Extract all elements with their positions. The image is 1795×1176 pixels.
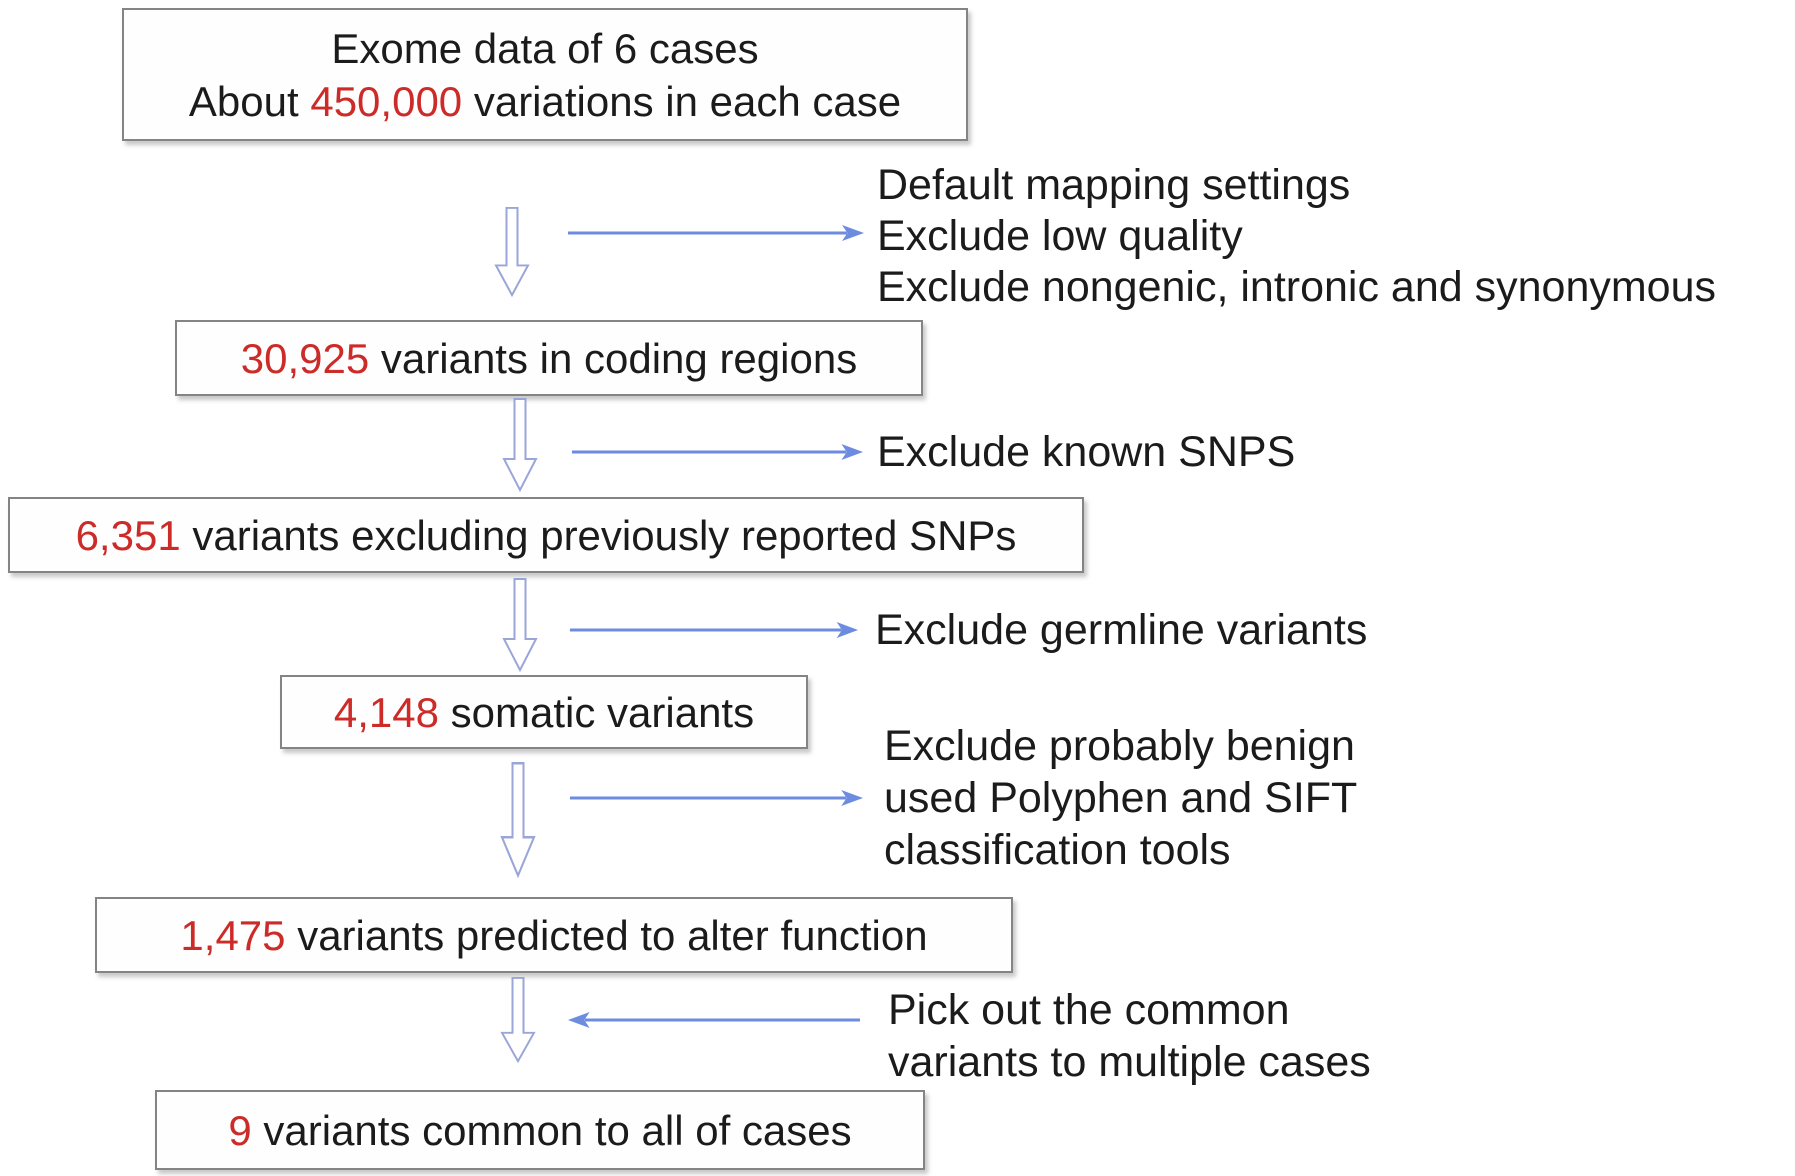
box-exome-data: Exome data of 6 cases About 450,000 vari… xyxy=(122,8,968,141)
box-somatic-line: 4,148 somatic variants xyxy=(334,686,754,739)
box-coding-line: 30,925 variants in coding regions xyxy=(241,332,857,385)
annotation-line: used Polyphen and SIFT xyxy=(884,774,1358,822)
box-common-text: variants common to all of cases xyxy=(251,1106,852,1154)
box-exome-line2-pre: About xyxy=(188,77,311,125)
right-arrow-icon xyxy=(569,622,859,638)
annotation-filter1: Default mapping settings Exclude low qua… xyxy=(877,160,1716,313)
annotation-line: Pick out the common xyxy=(888,986,1290,1034)
right-arrow-icon xyxy=(568,225,864,241)
down-arrow-icon xyxy=(502,578,538,672)
annotation-line: Exclude probably benign xyxy=(884,722,1355,770)
box-common-line: 9 variants common to all of cases xyxy=(228,1104,851,1157)
annotation-line: classification tools xyxy=(884,826,1231,874)
box-coding-variants: 30,925 variants in coding regions xyxy=(175,320,923,396)
box-novel-variants: 6,351 variants excluding previously repo… xyxy=(8,497,1084,573)
down-arrow-icon xyxy=(500,762,536,878)
annotation-filter4: Exclude probably benign used Polyphen an… xyxy=(884,720,1357,876)
count-novel-variants: 6,351 xyxy=(75,511,181,559)
annotation-line: Exclude nongenic, intronic and synonymou… xyxy=(877,263,1717,311)
box-exome-line1: Exome data of 6 cases xyxy=(331,24,759,72)
annotation-filter3: Exclude germline variants xyxy=(875,605,1367,656)
count-function-altering-variants: 1,475 xyxy=(180,911,286,959)
left-arrow-icon xyxy=(567,1012,861,1028)
box-novel-line: 6,351 variants excluding previously repo… xyxy=(76,509,1017,562)
down-arrow-icon xyxy=(494,207,530,297)
box-coding-text: variants in coding regions xyxy=(369,334,858,382)
box-exome-line2: About 450,000 variations in each case xyxy=(189,75,901,128)
down-arrow-icon xyxy=(500,977,536,1063)
count-total-variations: 450,000 xyxy=(310,77,463,125)
box-altered-text: variants predicted to alter function xyxy=(285,911,928,959)
annotation-filter5: Pick out the common variants to multiple… xyxy=(888,984,1371,1088)
box-common-variants: 9 variants common to all of cases xyxy=(155,1090,925,1170)
box-function-altering-variants: 1,475 variants predicted to alter functi… xyxy=(95,897,1013,973)
annotation-filter2: Exclude known SNPS xyxy=(877,427,1295,478)
right-arrow-icon xyxy=(571,444,864,460)
annotation-line: Exclude known SNPS xyxy=(877,428,1296,476)
annotation-line: Default mapping settings xyxy=(877,161,1351,209)
down-arrow-icon xyxy=(502,398,538,492)
box-exome-line2-post: variations in each case xyxy=(462,77,902,125)
annotation-line: variants to multiple cases xyxy=(888,1038,1371,1086)
count-common-variants: 9 xyxy=(228,1106,252,1154)
box-somatic-variants: 4,148 somatic variants xyxy=(280,675,808,749)
annotation-line: Exclude germline variants xyxy=(875,606,1368,654)
count-somatic-variants: 4,148 xyxy=(333,688,439,736)
box-altered-line: 1,475 variants predicted to alter functi… xyxy=(180,909,927,962)
box-somatic-text: somatic variants xyxy=(439,688,755,736)
box-novel-text: variants excluding previously reported S… xyxy=(180,511,1017,559)
right-arrow-icon xyxy=(569,790,864,806)
annotation-line: Exclude low quality xyxy=(877,212,1243,260)
count-coding-variants: 30,925 xyxy=(240,334,370,382)
